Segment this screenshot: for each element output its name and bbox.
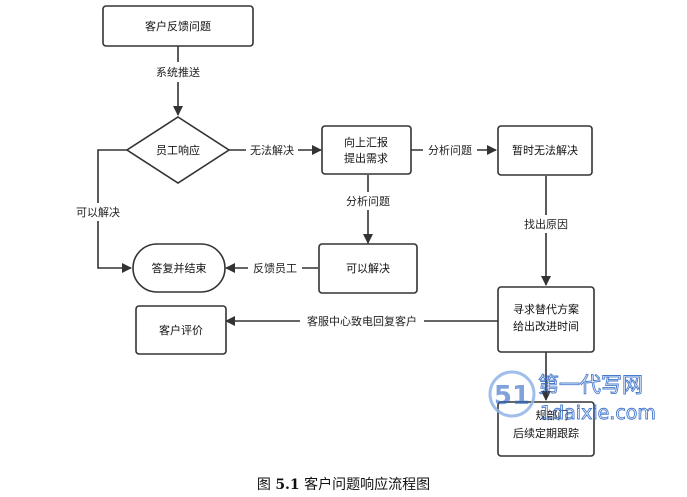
edge-label-feedback-employee: 反馈员工 (253, 262, 297, 275)
edge-label-service-center: 客服中心致电回复客户 (307, 314, 417, 328)
node-label-alternative-2: 给出改进时间 (513, 319, 579, 333)
node-employee-response (125, 116, 231, 184)
caption-prefix: 图 (256, 477, 271, 493)
node-label-customer-feedback: 客户反馈问题 (145, 19, 211, 33)
node-label-followup-2: 后续定期跟踪 (513, 426, 579, 440)
watermark: 51 第一代写网 1daixie.com (488, 370, 656, 424)
watermark-line1: 第一代写网 (538, 373, 643, 397)
edge-labels: 系统推送 无法解决 可以解决 分析问题 分析问题 找出原因 反馈员工 客服中心致… (68, 62, 574, 330)
node-label-followup-1: 规部门 (536, 408, 569, 422)
watermark-logo: 51 (494, 381, 530, 411)
node-labels: 客户反馈问题 员工响应 向上汇报 提出需求 暂时无法解决 答复并结束 可以解决 … (145, 19, 579, 440)
node-find-alternative (497, 286, 595, 353)
node-label-reply-and-end: 答复并结束 (152, 261, 207, 275)
nodes (102, 5, 595, 457)
node-label-customer-evaluation: 客户评价 (159, 323, 203, 337)
node-customer-feedback (102, 5, 254, 47)
node-temp-unsolvable (497, 125, 593, 176)
edge-label-analyze-1: 分析问题 (428, 143, 472, 157)
node-label-solvable: 可以解决 (346, 261, 390, 275)
caption-number: 5.1 (275, 477, 300, 493)
caption-title: 客户问题响应流程图 (304, 477, 431, 493)
node-label-employee-response: 员工响应 (156, 143, 200, 157)
edge-label-system-push: 系统推送 (156, 65, 200, 79)
watermark-logo-ring (488, 370, 536, 418)
node-customer-evaluation (135, 305, 227, 355)
node-label-temp-unsolvable: 暂时无法解决 (512, 143, 578, 157)
node-label-escalate-1: 向上汇报 (344, 135, 388, 149)
node-followup (497, 401, 595, 457)
edge-label-cannot-solve: 无法解决 (250, 143, 294, 157)
flowchart: 系统推送 无法解决 可以解决 分析问题 分析问题 找出原因 反馈员工 客服中心致… (68, 5, 657, 457)
edge-label-can-solve: 可以解决 (76, 205, 120, 219)
watermark-line2: 1daixie.com (540, 402, 656, 424)
edge-label-analyze-2: 分析问题 (346, 194, 390, 208)
node-label-alternative-1: 寻求替代方案 (513, 302, 579, 316)
node-reply-and-end (132, 243, 226, 293)
node-solvable (318, 243, 418, 294)
node-escalate (321, 125, 412, 175)
node-label-escalate-2: 提出需求 (344, 151, 388, 165)
figure-caption: 图 5.1 客户问题响应流程图 (0, 474, 687, 494)
edge-label-find-cause: 找出原因 (524, 217, 568, 231)
